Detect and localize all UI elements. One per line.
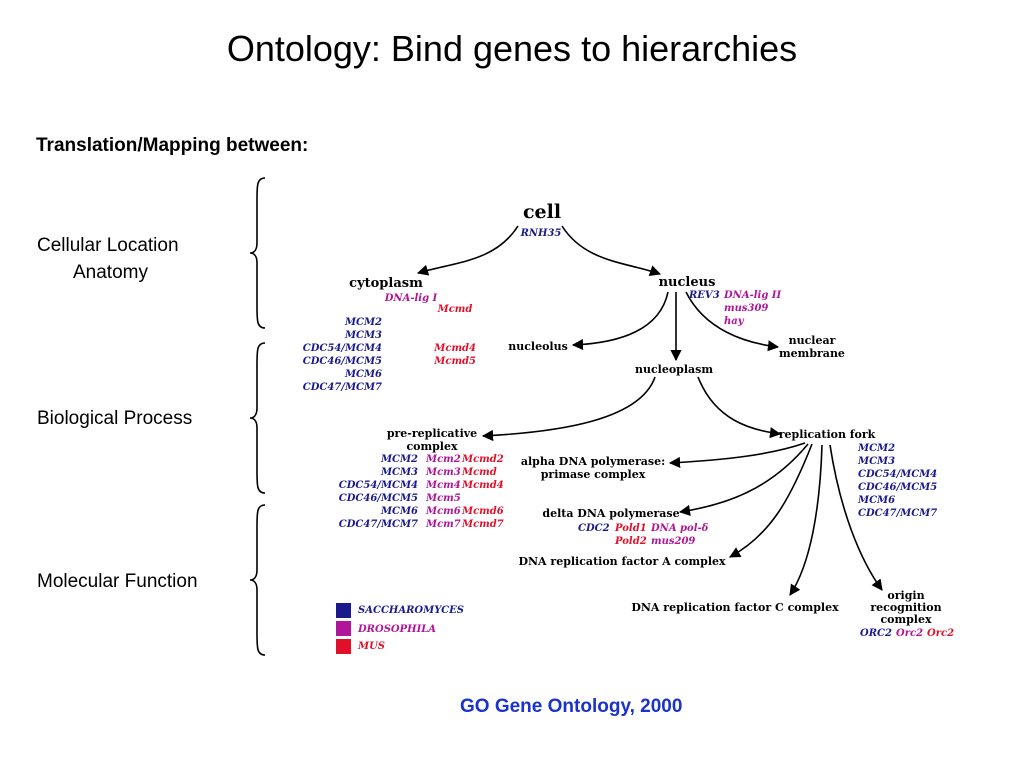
brace-molecular [249,504,266,656]
gene-label: Pold2 [614,536,647,547]
gene-label: MCM6 [380,506,418,517]
edge-nucleus-nucleolus [571,291,669,351]
source-caption: GO Gene Ontology, 2000 [460,696,683,717]
gene-label: Mcm2 [425,454,461,465]
gene-label: Orc2 [927,628,954,639]
gene-label: Mcm4 [425,480,461,491]
gene-label: Mcmd4 [433,343,476,354]
edge-fork-rfc [789,444,823,596]
brace-cellular [249,177,266,329]
gene-label: CDC54/MCM4 [858,469,937,480]
gene-label: CDC46/MCM5 [303,356,382,367]
gene-label: CDC54/MCM4 [339,480,418,491]
gene-label: REV3 [688,290,720,301]
gene-label: DNA-lig II [723,290,781,301]
node-prerep-line1: pre-replicative [387,427,477,440]
gene-label: MCM3 [344,330,382,341]
gene-label: Mcmd5 [433,356,476,367]
gene-label: DNA pol-δ [650,523,709,534]
brace-biological [249,342,266,494]
gene-label: CDC46/MCM5 [339,493,418,504]
node-cell: cell [523,201,561,223]
gene-label: CDC54/MCM4 [303,343,382,354]
node-rfc: DNA replication factor C complex [631,601,839,614]
legend-label-mus: MUS [357,641,385,652]
node-orc-line1: origin [887,589,924,602]
gene-label: MCM3 [857,456,895,467]
gene-label: Orc2 [896,628,923,639]
node-nuclear-membrane-line1: nuclear [789,334,836,347]
gene-label: CDC2 [578,523,610,534]
gene-label: Mcmd6 [461,506,504,517]
gene-label: Mcmd [461,467,497,478]
category-cellular-location: Cellular Location Anatomy [37,232,179,286]
legend-swatch-drosophila [336,621,351,636]
edge-fork-alpha [668,442,806,469]
gene-label: MCM2 [380,454,418,465]
gene-label: CDC46/MCM5 [858,482,937,493]
node-delta-polymerase: delta DNA polymerase [542,507,679,520]
edge-nucleus-membrane [685,291,780,352]
gene-label: ORC2 [860,628,892,639]
gene-label: MCM3 [380,467,418,478]
gene-label: MCM2 [857,443,895,454]
edge-fork-delta [678,443,809,516]
subtitle: Translation/Mapping between: [36,135,309,156]
edges [416,225,883,596]
gene-label: Mcmd2 [461,454,504,465]
gene-label: MCM6 [857,495,895,506]
edge-nucleoplasm-prerep [481,376,656,442]
gene-label: MCM6 [344,369,382,380]
node-cytoplasm: cytoplasm [349,276,423,291]
legend-label-saccharomyces: SACCHAROMYCES [358,605,464,616]
node-orc-line2: recognition [870,601,941,614]
legend-swatch-saccharomyces [336,603,351,618]
node-alpha-line2: primase complex [541,468,646,481]
gene-label: RNH35 [520,228,562,239]
gene-label: Mcmd [437,304,473,315]
node-replication-fork: replication fork [779,428,876,441]
category-cellular-line2: Anatomy [73,262,148,283]
node-prerep-line2: complex [406,440,458,453]
edge-fork-rfa [729,443,813,558]
edge-cell-nucleus [561,225,662,277]
gene-label: CDC47/MCM7 [303,382,382,393]
gene-label: CDC47/MCM7 [858,508,937,519]
slide-title: Ontology: Bind genes to hierarchies [226,28,798,69]
gene-label: MCM2 [344,317,382,328]
gene-label: Pold1 [614,523,647,534]
gene-label: mus209 [651,536,695,547]
category-molecular-function: Molecular Function [37,571,198,592]
braces [249,177,266,656]
gene-label: hay [724,316,745,327]
gene-label: DNA-lig I [384,293,438,304]
gene-label: Mcm7 [425,519,461,530]
category-cellular-line1: Cellular Location [37,235,179,256]
category-biological-process: Biological Process [37,408,193,429]
legend-label-drosophila: DROSOPHILA [357,624,436,635]
node-rfa: DNA replication factor A complex [518,555,726,568]
node-orc-line3: complex [880,613,932,626]
gene-label: Mcm3 [425,467,461,478]
gene-label: Mcmd4 [461,480,504,491]
node-nuclear-membrane-line2: membrane [779,347,845,360]
node-alpha-line1: alpha DNA polymerase: [521,455,665,468]
edge-fork-orc [829,444,883,591]
legend-swatch-mus [336,639,351,654]
gene-label: CDC47/MCM7 [339,519,418,530]
gene-label: Mcm6 [425,506,461,517]
edge-cell-cytoplasm [416,225,519,276]
gene-label: mus309 [724,303,768,314]
gene-label: Mcmd7 [461,519,504,530]
legend: SACCHAROMYCES DROSOPHILA MUS [336,603,464,654]
node-nucleoplasm: nucleoplasm [635,363,713,376]
node-nucleolus: nucleolus [508,340,568,353]
gene-label: Mcm5 [425,493,461,504]
node-nucleus: nucleus [659,275,716,290]
edge-nucleoplasm-fork [697,376,782,439]
